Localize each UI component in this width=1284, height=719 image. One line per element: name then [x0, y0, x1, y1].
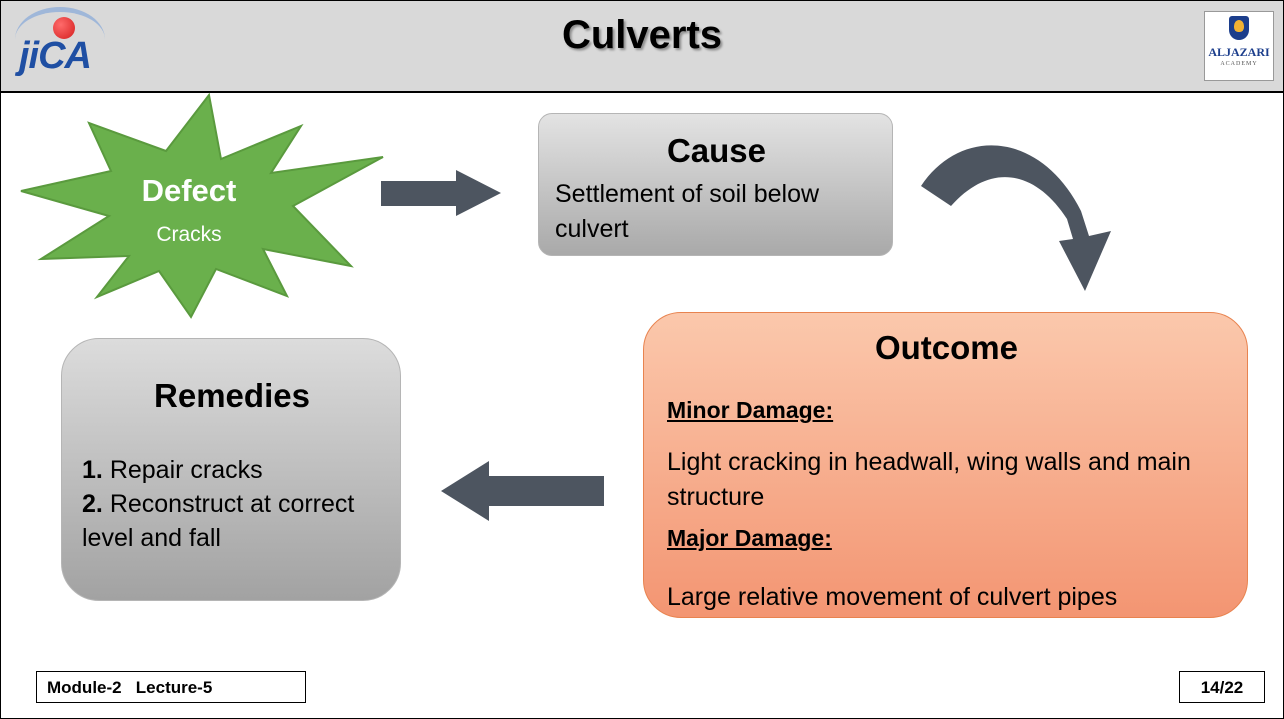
cause-box: Cause Settlement of soil below culvert: [538, 113, 893, 256]
jica-logo-text: jiCA: [19, 35, 92, 77]
defect-value: Cracks: [156, 223, 222, 246]
cause-text: Settlement of soil below culvert: [555, 180, 820, 243]
defect-label: Defect: [141, 173, 237, 208]
list-item: 1. Repair cracks: [82, 454, 397, 488]
remedies-heading: Remedies: [154, 377, 310, 414]
cause-heading: Cause: [666, 132, 767, 169]
minor-damage-label: Minor Damage:: [667, 397, 834, 423]
major-damage-label: Major Damage:: [667, 525, 832, 551]
header-bar: jiCA Culverts ALJAZARI ACADEMY: [1, 1, 1283, 93]
list-item-number: 1.: [82, 456, 103, 484]
page-number: 14/22: [1179, 671, 1265, 703]
module-lecture-label: Module-2 Lecture-5: [36, 671, 306, 703]
outcome-box: Outcome Minor Damage: Light cracking in …: [643, 312, 1248, 618]
curved-arrow-cause-to-outcome: [921, 145, 1111, 291]
arrow-outcome-to-remedies: [441, 461, 604, 521]
minor-damage-text: Light cracking in headwall, wing walls a…: [667, 448, 1191, 511]
remedies-box: Remedies 1. Repair cracks 2. Reconstruct…: [61, 338, 401, 601]
flame-icon: [1234, 20, 1244, 32]
major-damage-text: Large relative movement of culvert pipes: [667, 583, 1118, 611]
remedies-list: 1. Repair cracks 2. Reconstruct at corre…: [82, 454, 397, 555]
page-title: Culverts: [561, 13, 723, 57]
list-item-text: Reconstruct at correct level and fall: [82, 489, 355, 552]
academy-logo-subtitle: ACADEMY: [1220, 61, 1258, 67]
starburst-shape: [20, 92, 384, 319]
jica-swoosh-icon: [15, 7, 105, 72]
list-item-number: 2.: [82, 489, 103, 518]
aljazari-academy-logo: ALJAZARI ACADEMY: [1204, 11, 1274, 81]
jica-logo: jiCA: [13, 7, 113, 87]
arrow-defect-to-cause: [381, 170, 501, 216]
academy-logo-name: ALJAZARI: [1208, 45, 1270, 59]
list-item: 2. Reconstruct at correct level and fall: [82, 488, 397, 556]
outcome-heading: Outcome: [874, 329, 1019, 366]
jica-red-dot-icon: [53, 17, 75, 39]
list-item-text: Repair cracks: [109, 456, 263, 484]
